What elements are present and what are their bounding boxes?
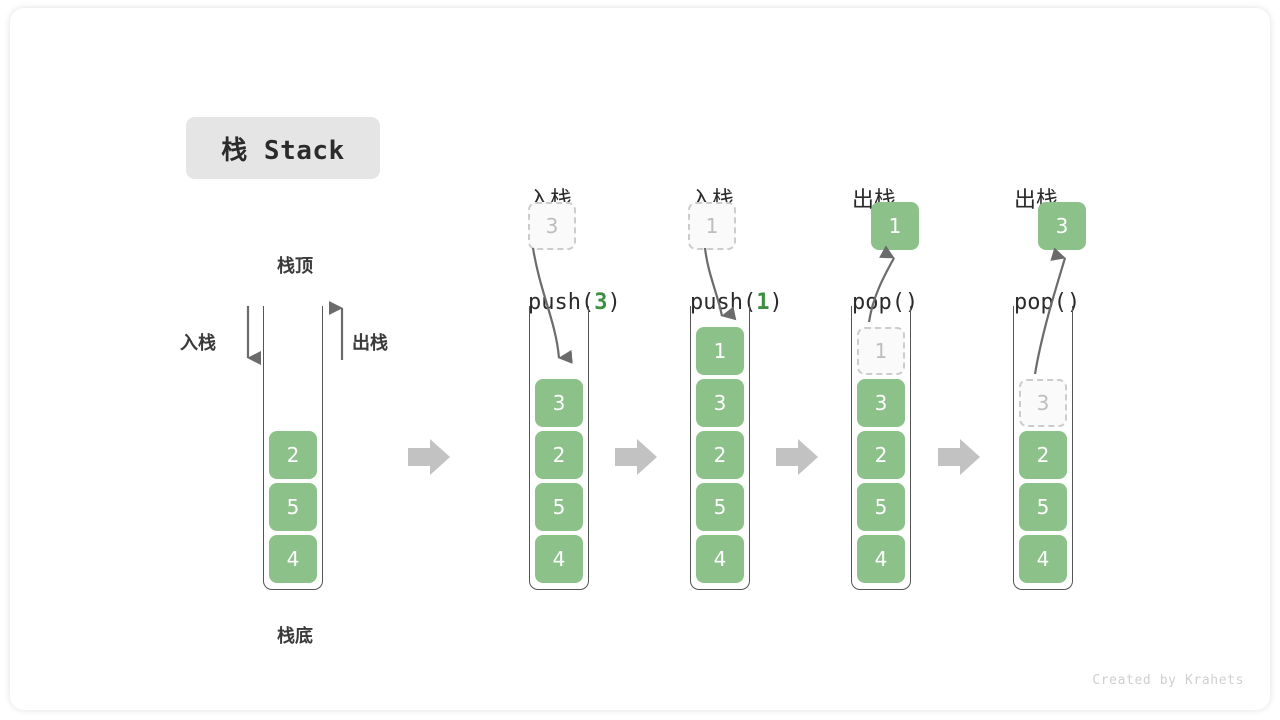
credit-text: Created by Krahets (1092, 673, 1244, 688)
pop-curve-arrow-icon (867, 245, 895, 323)
stack-cell: 2 (535, 431, 583, 479)
flow-arrow-icon (938, 439, 980, 475)
stack-cell: 2 (269, 431, 317, 479)
stack-container-pop1 (851, 306, 911, 590)
stack-cell: 4 (269, 535, 317, 583)
stack-cell: 3 (857, 379, 905, 427)
stack-cell: 4 (535, 535, 583, 583)
stack-cell: 2 (1019, 431, 1067, 479)
stack-cell: 4 (696, 535, 744, 583)
flow-arrow-icon (408, 439, 450, 475)
pop-legend-label: 出栈 (352, 333, 388, 354)
stack-container-push3 (529, 306, 589, 590)
pop-curve-arrow-icon (1033, 247, 1067, 375)
push-legend-arrow-icon (246, 306, 262, 366)
stack-cell: 4 (1019, 535, 1067, 583)
push-curve-arrow-icon (703, 247, 737, 321)
incoming-ghost-cell: 3 (528, 202, 576, 250)
stage-pop1-header: 出栈 pop() (852, 116, 918, 388)
stack-cell: 3 (535, 379, 583, 427)
stack-cell-ghost: 1 (857, 327, 905, 375)
stack-cell: 5 (535, 483, 583, 531)
stack-cell: 5 (269, 483, 317, 531)
stack-bottom-label: 栈底 (277, 626, 313, 647)
stack-container-push1 (690, 306, 750, 590)
stack-cell: 4 (857, 535, 905, 583)
popped-cell: 3 (1038, 202, 1086, 250)
stack-container-initial (263, 306, 323, 590)
title-text: 栈 Stack (221, 135, 345, 166)
flow-arrow-icon (776, 439, 818, 475)
stack-cell: 2 (696, 431, 744, 479)
push-curve-arrow-icon (531, 247, 573, 364)
stack-top-label: 栈顶 (277, 256, 313, 277)
title-badge: 栈 Stack (186, 117, 380, 179)
incoming-ghost-cell: 1 (688, 202, 736, 250)
diagram-card: 栈 Stack 栈顶 栈底 入栈 出栈 2 5 4 入栈 push(3) (10, 8, 1270, 710)
stack-container-pop3 (1013, 306, 1073, 590)
popped-cell: 1 (871, 202, 919, 250)
stack-cell: 5 (1019, 483, 1067, 531)
stack-cell: 5 (696, 483, 744, 531)
push-legend-label: 入栈 (180, 333, 216, 354)
stack-cell: 5 (857, 483, 905, 531)
stack-cell: 3 (696, 379, 744, 427)
stack-cell: 1 (696, 327, 744, 375)
flow-arrow-icon (615, 439, 657, 475)
pop-legend-arrow-icon (328, 300, 344, 360)
stack-cell: 2 (857, 431, 905, 479)
stack-cell-ghost: 3 (1019, 379, 1067, 427)
